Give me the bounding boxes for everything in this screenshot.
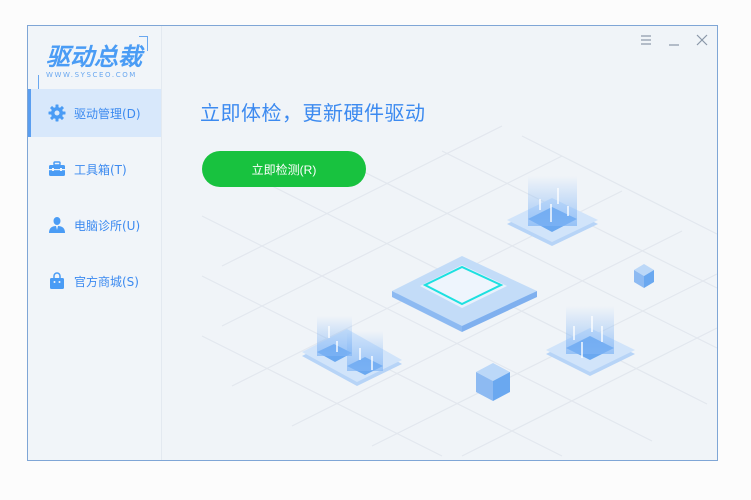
minimize-icon[interactable] — [667, 32, 681, 46]
top-right-pad — [507, 176, 598, 246]
window-controls — [639, 32, 709, 46]
hardware-illustration — [201, 125, 717, 457]
gear-icon — [48, 104, 66, 122]
sidebar-item-driver-management[interactable]: 驱动管理(D) — [28, 89, 161, 137]
menu-icon[interactable] — [639, 32, 653, 46]
sidebar-item-label: 电脑诊所(U) — [74, 218, 141, 233]
main-content: 立即体检，更新硬件驱动 立即检测(R) — [162, 26, 717, 460]
sidebar-item-toolbox[interactable]: 工具箱(T) — [28, 145, 161, 193]
toolbox-icon — [48, 160, 66, 178]
sidebar-item-label: 驱动管理(D) — [74, 106, 141, 121]
scan-now-button[interactable]: 立即检测(R) — [202, 151, 366, 187]
logo-text: 驱动总裁 — [46, 43, 142, 71]
sidebar-nav: 驱动管理(D) 工具箱(T) 电脑诊所(U) 官方商城(S) — [28, 89, 161, 313]
logo-bracket — [139, 36, 148, 51]
close-icon[interactable] — [695, 32, 709, 46]
sidebar-item-label: 官方商城(S) — [74, 274, 139, 289]
app-window: 驱动总裁 WWW.SYSCEO.COM 驱动管理(D) 工具箱(T) 电脑 — [27, 25, 718, 461]
sidebar-item-label: 工具箱(T) — [74, 162, 127, 177]
central-chip — [392, 256, 537, 332]
bottom-cube — [476, 363, 510, 401]
user-icon — [48, 216, 66, 234]
page-headline: 立即体检，更新硬件驱动 — [200, 101, 426, 125]
sidebar: 驱动总裁 WWW.SYSCEO.COM 驱动管理(D) 工具箱(T) 电脑 — [28, 26, 162, 460]
small-cube — [634, 264, 654, 288]
bottom-right-pad — [546, 306, 635, 376]
sidebar-item-pc-clinic[interactable]: 电脑诊所(U) — [28, 201, 161, 249]
logo-subtext: WWW.SYSCEO.COM — [46, 71, 137, 79]
sidebar-item-official-store[interactable]: 官方商城(S) — [28, 257, 161, 305]
shopping-bag-icon — [48, 272, 66, 290]
bottom-left-pad — [302, 316, 402, 386]
app-logo: 驱动总裁 WWW.SYSCEO.COM — [38, 36, 148, 90]
